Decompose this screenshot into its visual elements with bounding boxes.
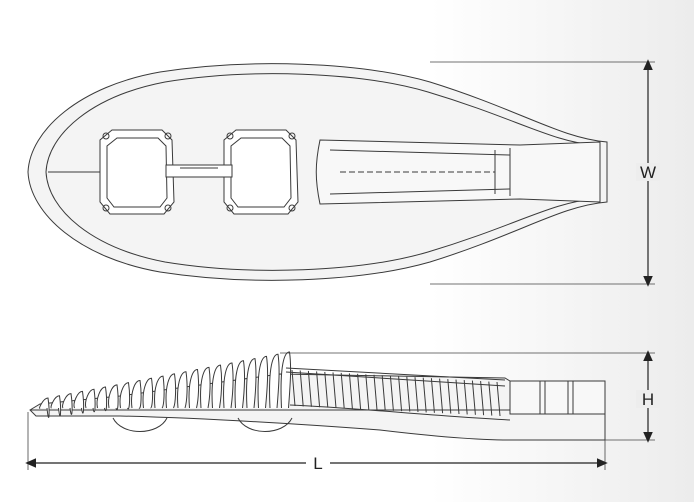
cooling-fin: [85, 388, 96, 413]
cooling-fin: [62, 393, 73, 415]
rear-fin: [373, 374, 378, 411]
rear-fin: [398, 376, 403, 412]
cooling-fin: [211, 364, 223, 409]
top-view: [27, 63, 608, 281]
cooling-fin: [280, 351, 292, 409]
cooling-fins: [39, 351, 506, 418]
led-module-2: [223, 129, 299, 215]
cooling-fin: [165, 373, 177, 409]
rear-fin: [455, 379, 460, 415]
pole-mount-line-1: [329, 149, 511, 156]
rear-fin: [463, 380, 468, 415]
rear-fin: [439, 378, 444, 414]
rear-fin: [471, 380, 476, 415]
cooling-fin: [223, 362, 234, 409]
rear-fin: [480, 380, 485, 416]
cooling-fin: [269, 353, 280, 409]
length-dimension: L: [25, 412, 608, 473]
rear-fin: [414, 377, 419, 413]
rear-fin: [357, 373, 362, 410]
rear-fin: [488, 381, 493, 416]
side-view: [29, 351, 606, 441]
rear-fin: [340, 372, 345, 409]
rear-fin: [496, 381, 501, 417]
module-connector: [165, 164, 233, 178]
cooling-fin: [246, 358, 257, 409]
rear-fin: [389, 375, 394, 411]
rear-fin: [332, 372, 337, 409]
rear-fin: [324, 371, 329, 408]
cooling-fin: [200, 366, 211, 409]
cooling-fin: [177, 371, 188, 409]
cooling-fin: [50, 395, 62, 417]
cooling-fin: [154, 375, 165, 409]
rear-fin: [348, 373, 353, 409]
rear-fin: [381, 375, 386, 411]
cooling-fin: [188, 369, 200, 409]
cooling-fin: [119, 382, 131, 410]
rear-fin: [365, 374, 370, 410]
height-label: H: [642, 390, 654, 409]
pole-mount-line-2: [329, 188, 511, 195]
lens-arc-1: [112, 417, 168, 432]
cooling-fin: [131, 379, 142, 409]
fin-top-edge: [285, 367, 506, 387]
rear-fin: [422, 377, 427, 413]
cooling-fin: [142, 377, 154, 409]
height-dimension: H: [280, 350, 660, 443]
width-dimension: W: [430, 59, 660, 287]
rear-fin: [291, 369, 296, 407]
rear-fin: [447, 379, 452, 414]
cooling-fin: [96, 386, 108, 412]
cooling-fin: [73, 390, 85, 414]
housing-inner-outline: [45, 73, 596, 271]
rear-fin: [430, 378, 435, 413]
led-module-1: [99, 129, 175, 215]
cooling-fin: [257, 355, 269, 409]
rear-fin: [316, 371, 321, 408]
length-label: L: [313, 454, 322, 473]
mounting-box: [509, 380, 606, 415]
rear-fin: [299, 370, 304, 407]
cooling-fin: [39, 397, 50, 418]
rear-fin: [307, 370, 312, 407]
rear-fin: [406, 376, 411, 412]
width-label: W: [640, 163, 656, 182]
side-lower-curve: [289, 404, 511, 421]
cooling-fin: [234, 360, 246, 409]
lens-arc-2: [237, 417, 293, 432]
cooling-fin: [108, 384, 119, 411]
